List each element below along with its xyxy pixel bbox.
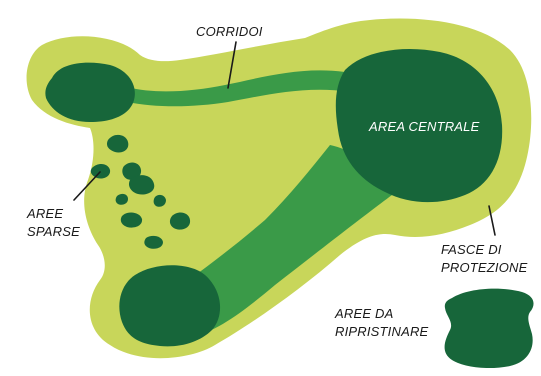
restoration-area — [445, 289, 534, 368]
core-left-top — [45, 63, 135, 122]
label-buffer-zones-line1: FASCE DI — [441, 242, 502, 257]
label-central-area: AREA CENTRALE — [368, 119, 480, 134]
label-scattered-areas-line2: SPARSE — [27, 224, 80, 239]
label-scattered-areas-line1: AREE — [26, 206, 63, 221]
label-corridors: CORRIDOI — [196, 24, 263, 39]
label-restoration-areas-line2: RIPRISTINARE — [335, 324, 429, 339]
core-bottom-left — [119, 265, 220, 346]
label-restoration-areas-line1: AREE DA — [334, 306, 393, 321]
label-buffer-zones-line2: PROTEZIONE — [441, 260, 528, 275]
